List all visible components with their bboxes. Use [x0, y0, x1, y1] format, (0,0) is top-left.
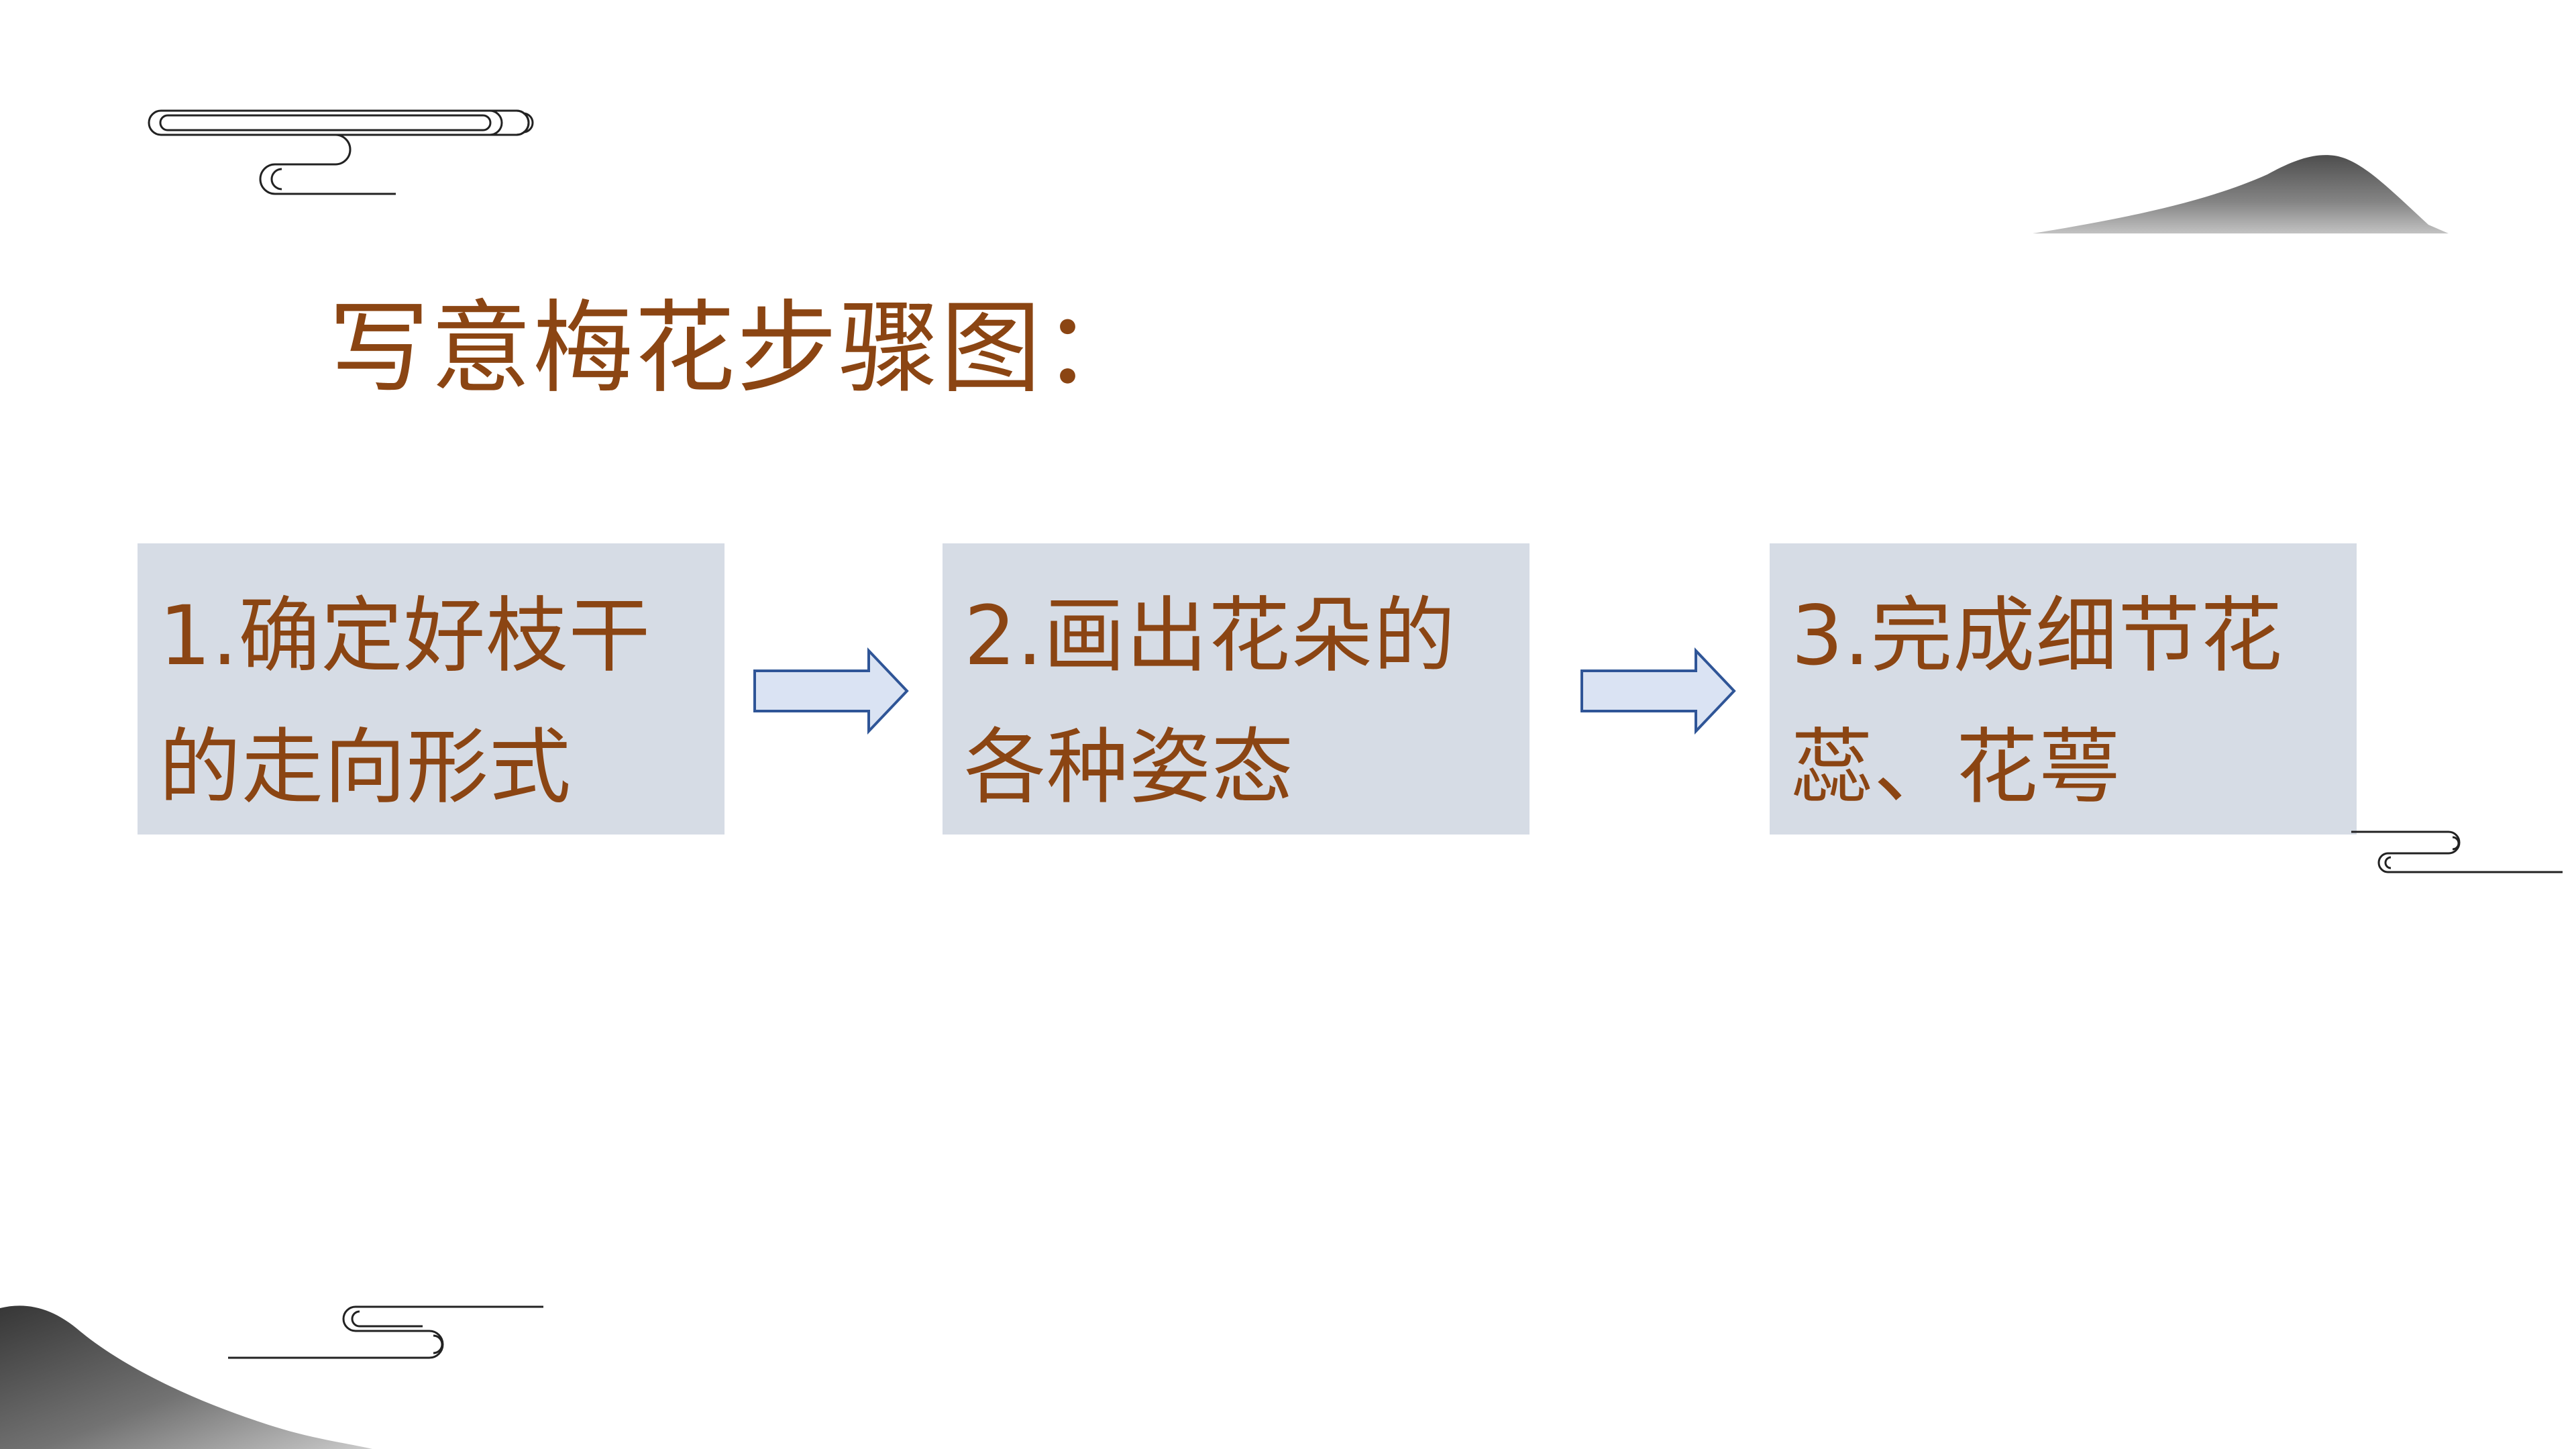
step-3-text: 3.完成细节花蕊、花萼: [1791, 588, 2284, 815]
right-arrow-icon: [753, 647, 909, 735]
step-1-text: 1.确定好枝干的走向形式: [159, 588, 651, 815]
cloud-scroll-icon: [228, 1305, 543, 1359]
step-2-text: 2.画出花朵的各种姿态: [964, 588, 1456, 815]
ink-mountain-icon: [0, 1305, 372, 1449]
step-box-3: 3.完成细节花蕊、花萼: [1770, 543, 2357, 835]
cloud-scroll-icon: [148, 109, 534, 195]
step-box-1: 1.确定好枝干的走向形式: [138, 543, 724, 835]
right-arrow-icon: [1580, 647, 1736, 735]
ink-mountain-icon: [2033, 155, 2449, 233]
cloud-scroll-icon: [2351, 830, 2563, 873]
step-box-2: 2.画出花朵的各种姿态: [943, 543, 1529, 835]
page-title: 写意梅花步骤图：: [329, 290, 1145, 407]
